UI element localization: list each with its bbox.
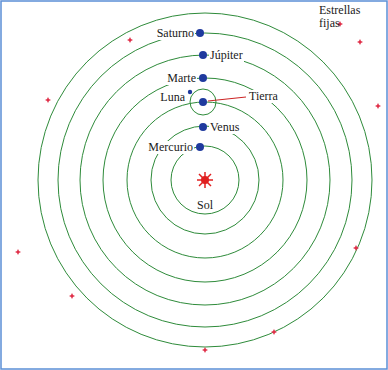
sun-name: Sol <box>196 199 214 212</box>
stars-caption: Estrellas fijas <box>318 4 376 30</box>
fixed-star <box>127 37 133 43</box>
planet-name: Mercurio <box>147 141 194 154</box>
fixed-star <box>202 347 208 353</box>
planet-name: Venus <box>209 121 240 134</box>
fixed-star <box>15 249 21 255</box>
planet-name: Saturno <box>156 27 195 40</box>
fixed-star <box>353 245 359 251</box>
fixed-star <box>69 293 75 299</box>
planet-name: Tierra <box>248 90 279 103</box>
planet-name: Marte <box>166 72 197 85</box>
fixed-star <box>357 39 363 45</box>
planet-name: Júpiter <box>209 49 244 62</box>
moon-name: Luna <box>159 91 186 104</box>
fixed-star <box>45 97 51 103</box>
fixed-star <box>271 329 277 335</box>
fixed-star <box>375 103 381 109</box>
